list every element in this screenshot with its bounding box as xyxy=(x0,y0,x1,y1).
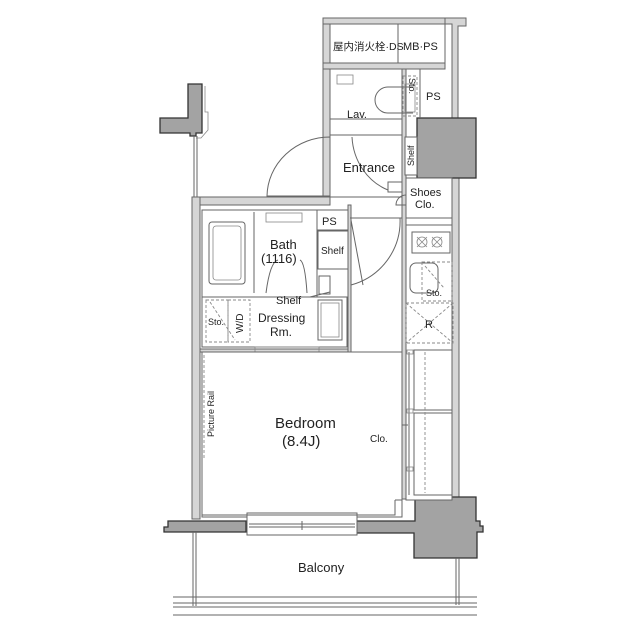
structural-column-upper xyxy=(416,117,477,179)
label-sto-dressing: Sto. xyxy=(208,317,224,327)
label-refrigerator: R xyxy=(425,319,433,331)
label-shelf-dressing: Shelf xyxy=(276,295,302,307)
label-shelf-entrance: Shelf xyxy=(406,145,416,166)
label-bedroom: Bedroom xyxy=(275,415,336,432)
label-bath: Bath xyxy=(270,237,297,252)
label-sto-kitchen: Sto. xyxy=(426,288,442,298)
label-bedroom-size: (8.4J) xyxy=(282,433,320,450)
lavatory xyxy=(329,68,421,120)
label-shoes-clo-2: Clo. xyxy=(415,199,435,211)
exterior-column-left xyxy=(159,83,209,197)
label-dressing-rm: Rm. xyxy=(270,325,292,339)
balcony-window xyxy=(202,512,395,536)
label-lav: Lav. xyxy=(347,109,367,121)
label-shelf-bath: Shelf xyxy=(321,246,344,257)
label-clo: Clo. xyxy=(370,434,388,445)
label-picture-rail: Picture Rail xyxy=(206,391,216,437)
bath-ps-shelf xyxy=(316,209,349,270)
bedroom xyxy=(201,351,403,518)
balcony-wall-left xyxy=(163,520,247,533)
balcony xyxy=(173,532,477,616)
label-bath-size: (1116) xyxy=(261,251,297,266)
room-labels: 屋内消火栓·DS MB·PS Lav. Sto. PS Entrance She… xyxy=(206,40,442,575)
utility-boxes xyxy=(329,23,446,64)
label-ps-bath: PS xyxy=(322,216,337,228)
label-wd: W/D xyxy=(235,314,246,333)
label-shoes-clo-1: Shoes xyxy=(410,187,442,199)
label-sto-lav: Sto. xyxy=(407,78,417,94)
label-entrance: Entrance xyxy=(343,160,395,175)
label-mb-ps: MB·PS xyxy=(403,41,438,53)
label-dressing: Dressing xyxy=(258,311,305,325)
label-fire-hydrant-ds: 屋内消火栓·DS xyxy=(333,40,404,53)
dressing-room xyxy=(201,275,348,353)
bathroom xyxy=(201,209,318,298)
kitchen xyxy=(383,224,454,501)
label-balcony: Balcony xyxy=(298,560,345,575)
label-ps-top: PS xyxy=(426,91,441,103)
entrance xyxy=(266,134,453,286)
